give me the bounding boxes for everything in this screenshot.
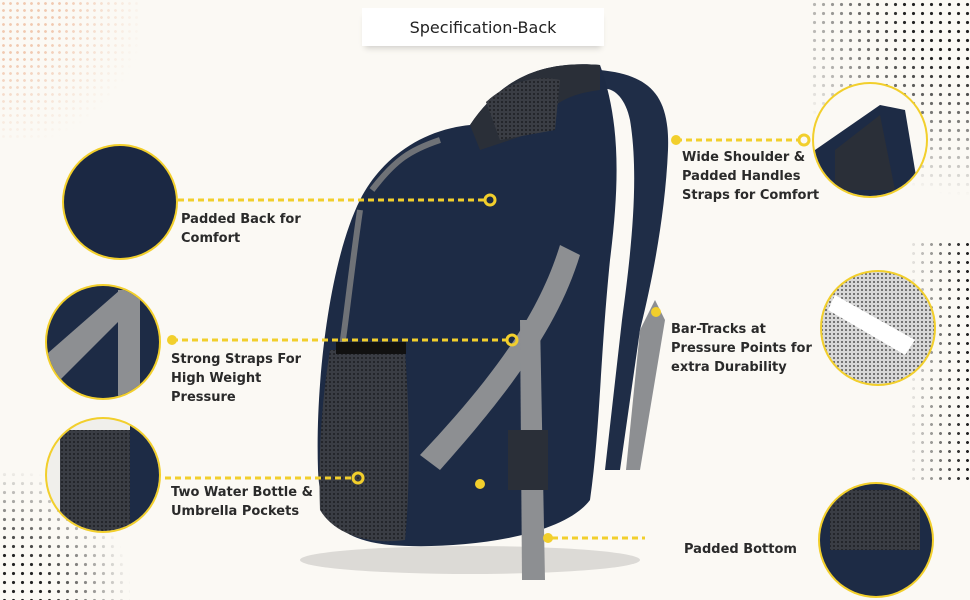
- feature-label-shoulder: Wide Shoulder & Padded Handles Straps fo…: [682, 148, 819, 205]
- feature-label-pockets: Two Water Bottle & Umbrella Pockets: [171, 483, 313, 521]
- detail-circle-padded-back: [62, 144, 178, 260]
- page-title: Specification-Back: [362, 8, 604, 46]
- label-line: Pressure: [171, 390, 236, 405]
- label-line: Padded Bottom: [684, 542, 797, 557]
- feature-label-bar-tracks: Bar-Tracks at Pressure Points for extra …: [671, 320, 812, 377]
- label-line: Straps for Comfort: [682, 188, 820, 203]
- label-line: Padded Back for: [181, 212, 301, 227]
- detail-circle-bar-tracks: [820, 270, 936, 386]
- label-line: Strong Straps For: [171, 352, 302, 367]
- label-line: Two Water Bottle &: [171, 485, 313, 500]
- decorative-dots: [0, 0, 140, 140]
- detail-circle-shoulder: [812, 82, 928, 198]
- detail-circle-bottom: [818, 482, 934, 598]
- detail-circle-pockets: [45, 417, 161, 533]
- label-line: Wide Shoulder &: [682, 150, 806, 165]
- label-line: extra Durability: [671, 360, 787, 375]
- label-line: Umbrella Pockets: [171, 504, 300, 519]
- feature-label-strong-straps: Strong Straps For High Weight Pressure: [171, 350, 301, 407]
- detail-circle-straps: [45, 284, 161, 400]
- feature-label-bottom: Padded Bottom: [684, 540, 797, 559]
- label-line: Bar-Tracks at: [671, 322, 766, 337]
- label-line: Comfort: [181, 231, 241, 246]
- label-line: Pressure Points for: [671, 341, 812, 356]
- label-line: High Weight: [171, 371, 262, 386]
- feature-label-padded-back: Padded Back for Comfort: [181, 210, 301, 248]
- label-line: Padded Handles: [682, 169, 801, 184]
